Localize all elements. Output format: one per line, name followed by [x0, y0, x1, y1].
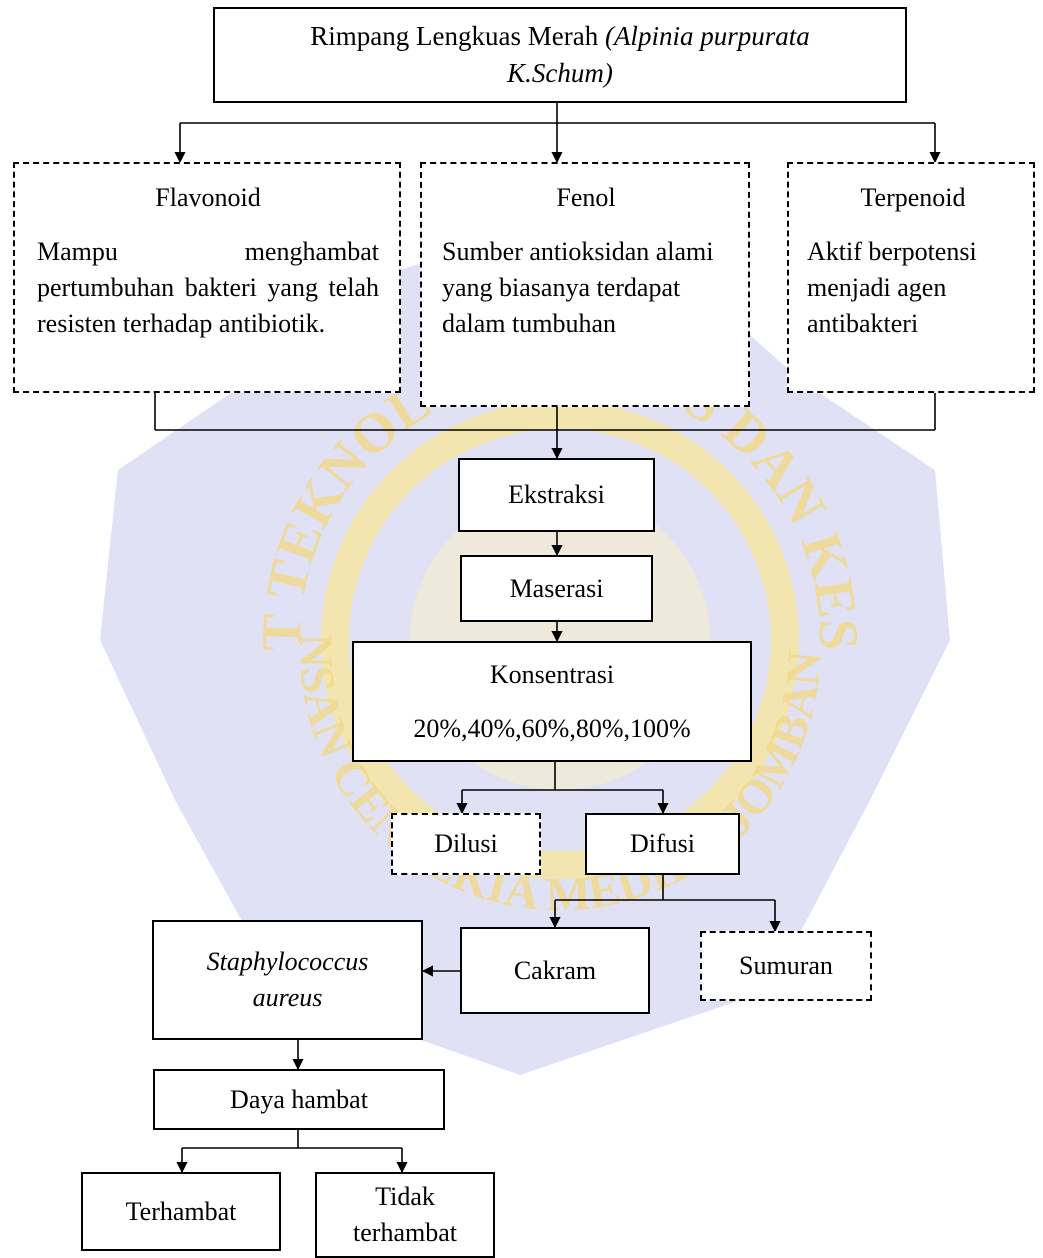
terhambat-node: Terhambat — [81, 1172, 281, 1251]
flavonoid-title: Flavonoid — [155, 183, 261, 212]
bacteria-line-1: Staphylococcus — [206, 947, 369, 976]
konsentrasi-values: 20%,40%,60%,80%,100% — [413, 713, 691, 743]
root-latin-1: (Alpinia purpurata — [604, 21, 810, 51]
terpenoid-desc: Aktif berpotensi menjadi agen antibakter… — [807, 237, 977, 338]
root-label: Rimpang Lengkuas Merah — [310, 21, 599, 51]
tidak-line-1: Tidak — [375, 1182, 435, 1211]
cakram-node: Cakram — [460, 927, 650, 1014]
sumuran-label: Sumuran — [739, 951, 833, 980]
dilusi-node: Dilusi — [391, 813, 541, 875]
difusi-label: Difusi — [630, 829, 695, 858]
tidak-terhambat-node: Tidak terhambat — [315, 1172, 495, 1258]
konsentrasi-title: Konsentrasi — [489, 659, 615, 689]
daya-hambat-node: Daya hambat — [153, 1069, 445, 1130]
dilusi-label: Dilusi — [434, 829, 498, 858]
root-latin-2: K.Schum) — [507, 58, 613, 88]
cakram-label: Cakram — [513, 955, 597, 985]
fenol-title: Fenol — [556, 183, 616, 212]
flavonoid-desc: Mampu menghambat pertumbuhan bakteri yan… — [37, 237, 379, 338]
bacteria-line-2: aureus — [252, 983, 323, 1012]
ekstraksi-node: Ekstraksi — [458, 458, 655, 532]
sumuran-node: Sumuran — [700, 931, 872, 1001]
maserasi-label: Maserasi — [509, 573, 604, 603]
watermark-ring — [321, 401, 799, 879]
terhambat-label: Terhambat — [125, 1196, 237, 1226]
root-node: Rimpang Lengkuas Merah (Alpinia purpurat… — [213, 7, 907, 103]
fenol-node: Fenol Sumber antioksidan alami yang bias… — [420, 162, 750, 407]
tidak-line-2: terhambat — [353, 1218, 457, 1247]
flavonoid-node: Flavonoid Mampu menghambat pertumbuhan b… — [13, 162, 401, 393]
staphylococcus-node: Staphylococcus aureus — [152, 920, 423, 1040]
difusi-node: Difusi — [585, 813, 740, 875]
konsentrasi-node: Konsentrasi 20%,40%,60%,80%,100% — [352, 641, 752, 762]
terpenoid-node: Terpenoid Aktif berpotensi menjadi agen … — [787, 162, 1035, 393]
maserasi-node: Maserasi — [460, 555, 653, 622]
ekstraksi-label: Ekstraksi — [508, 480, 605, 509]
terpenoid-title: Terpenoid — [860, 183, 966, 212]
daya-hambat-label: Daya hambat — [230, 1084, 368, 1114]
fenol-desc: Sumber antioksidan alami yang biasanya t… — [442, 237, 714, 338]
